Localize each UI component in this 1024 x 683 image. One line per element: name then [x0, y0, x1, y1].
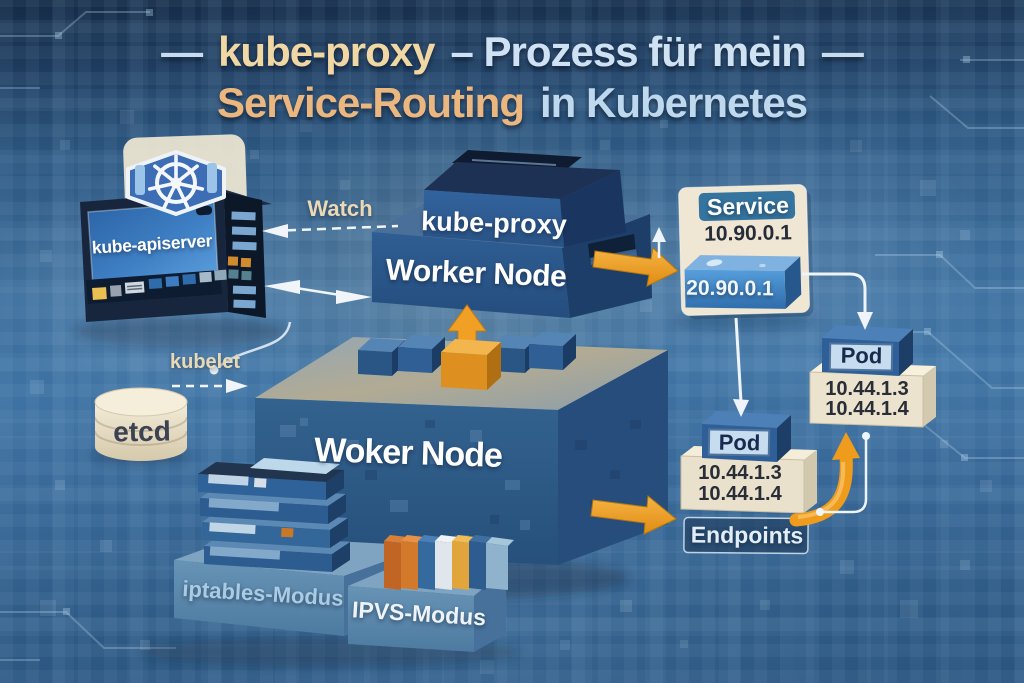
title-dash-left: — [161, 28, 203, 75]
etcd-cylinder [94, 387, 188, 461]
kube-proxy-deploy-arrow [441, 304, 501, 390]
title-line2: Service-Routing in Kubernetes [0, 79, 1024, 126]
container-cubes [358, 332, 576, 376]
pod-lower-box [665, 411, 817, 555]
title-line2-rest: in Kubernetes [540, 79, 808, 126]
service-label: Service [706, 191, 790, 221]
pod-lower-name-plate [707, 428, 771, 457]
server-front-details [208, 474, 294, 560]
endpoints-badge [683, 516, 809, 555]
watch-arrow [262, 224, 399, 238]
apiserver-side-slots [227, 211, 257, 309]
server-screen-panel [250, 458, 340, 474]
proxy-to-service-arrow [592, 247, 679, 287]
background-pixel-squares [30, 110, 992, 674]
pod-lower-ip1: 10.44.1.3 [698, 462, 782, 484]
ipvs-books [384, 535, 514, 590]
pod-right-name-plate [828, 342, 894, 372]
pod-to-endpoints-link [816, 432, 870, 516]
service-card [678, 184, 814, 320]
endpoints-to-pod-arrow [789, 432, 860, 527]
service-up-arrow [652, 227, 666, 258]
title-line1: — kube-proxy – Prozess für mein — [0, 28, 1024, 75]
title-dash-right: — [821, 28, 864, 75]
service-header-pill [698, 190, 796, 222]
kube-proxy-label: kube-proxy [420, 206, 568, 240]
endpoints-label: Endpoints [690, 521, 804, 549]
title-line2-accent: Service-Routing [216, 79, 525, 126]
apiserver-etcd-link [209, 321, 292, 375]
kubernetes-logo-icon [126, 150, 226, 216]
kube-proxy-box [423, 150, 626, 247]
background-circuit-traces [0, 9, 1024, 661]
pod-lower-ip2: 10.44.1.4 [698, 483, 782, 505]
pod-right-ip2: 10.44.1.4 [825, 398, 909, 420]
apiserver-node-sync-arrow [264, 280, 372, 304]
pod-right-box [809, 325, 936, 428]
title-rest: – Prozess für mein [450, 28, 806, 75]
kubelet-label: kubelet [169, 351, 241, 373]
watch-label: Watch [307, 196, 373, 221]
helm-wheel-icon [147, 154, 205, 210]
service-to-pod-elbow-arrow [802, 272, 873, 330]
node-to-endpoints-arrow [590, 495, 677, 535]
etcd-label: etcd [112, 415, 172, 448]
service-cluster-ip: 10.90.0.1 [703, 221, 792, 246]
service-endpoint-ip: 20.90.0.1 [686, 276, 774, 301]
worker-node-big-label: Woker Node [313, 431, 503, 475]
service-endpoint-box [684, 269, 786, 309]
service-to-endpoints-arrow [733, 317, 749, 417]
iptables-server-stack [198, 458, 350, 572]
pod-right-label: Pod [840, 342, 883, 369]
kubelet-arrow [172, 379, 248, 393]
title-accent: kube-proxy [218, 28, 435, 75]
pod-right-ip1: 10.44.1.3 [825, 378, 909, 400]
apiserver-front-buttons [92, 269, 227, 301]
pod-lower-label: Pod [718, 429, 761, 456]
